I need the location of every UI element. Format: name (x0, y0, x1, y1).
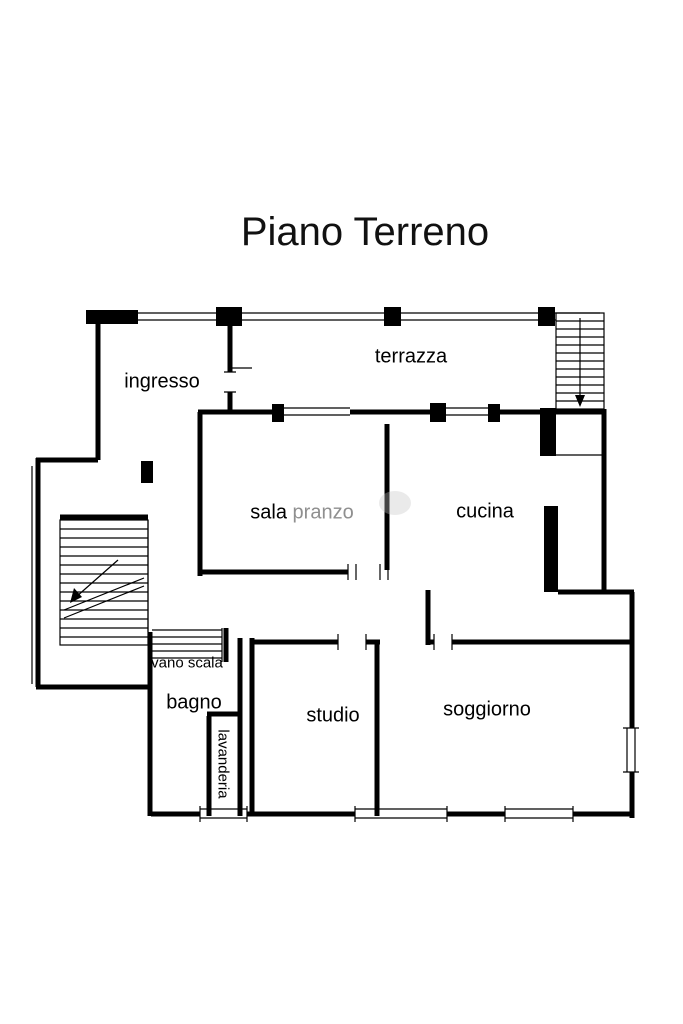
left-staircase (59, 519, 149, 646)
room-label-sala-pranzo-second: pranzo (292, 501, 354, 524)
exterior-walls (35, 318, 635, 818)
window-openings (31, 407, 639, 822)
vano-scala-steps (152, 628, 223, 662)
room-label-bagno: bagno (166, 691, 222, 714)
terrace-parapet (98, 312, 600, 321)
stair-down-arrow-icon (575, 395, 585, 407)
room-label-sala-pranzo: sala pranzo (250, 502, 353, 525)
room-label-terrazza: terrazza (374, 345, 448, 368)
room-label-sala-pranzo-first: sala (250, 501, 287, 524)
watermark-blob (379, 491, 411, 515)
room-label-lavanderia: lavanderia (214, 729, 232, 799)
room-label-soggiorno: soggiorno (443, 698, 531, 721)
stair-up-arrow-icon (70, 588, 82, 603)
room-label-studio: studio (306, 704, 360, 727)
room-label-vano-scala: vano scala (151, 654, 223, 672)
room-label-ingresso: ingresso (124, 370, 200, 393)
plan-title: Piano Terreno (240, 210, 490, 254)
top-right-staircase (555, 312, 605, 456)
wall-pillars (86, 307, 558, 592)
room-label-cucina: cucina (456, 500, 514, 523)
